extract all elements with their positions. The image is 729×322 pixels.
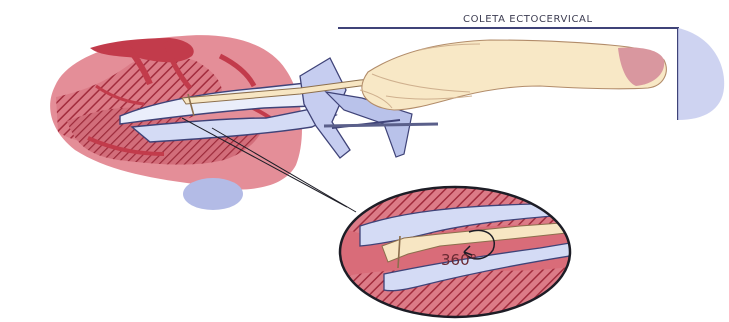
magnified-inset (336, 180, 576, 320)
diagram-title: COLETA ECTOCERVICAL (463, 14, 593, 25)
hand-icon (360, 40, 666, 110)
rotation-angle-label: 360° (441, 251, 477, 269)
